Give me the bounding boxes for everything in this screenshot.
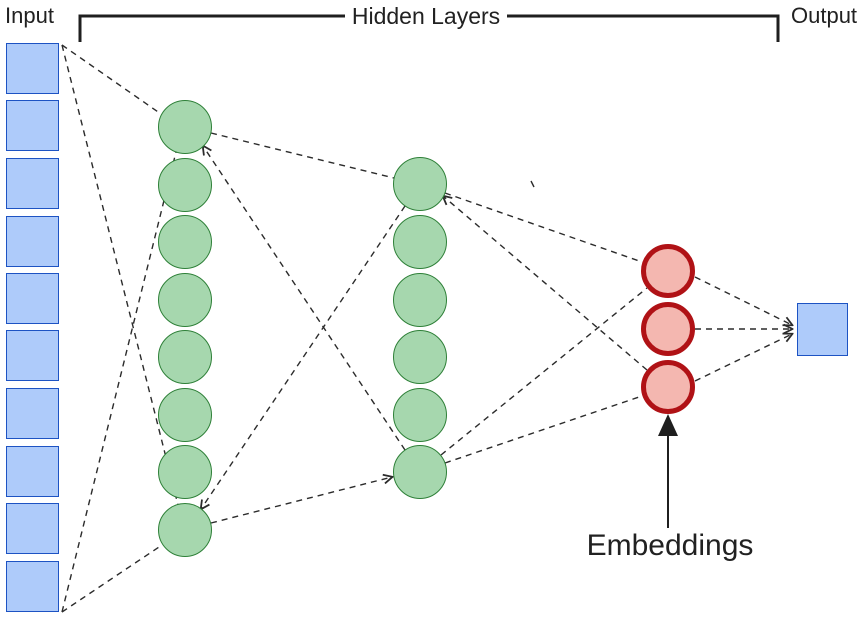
embedding-node bbox=[641, 244, 695, 298]
hidden1-node bbox=[158, 445, 212, 499]
hidden-layers-bracket bbox=[78, 14, 780, 42]
hidden2-node bbox=[393, 445, 447, 499]
connection-line bbox=[61, 151, 177, 613]
hidden1-node bbox=[158, 273, 212, 327]
connection-line bbox=[443, 196, 648, 371]
hidden2-node bbox=[393, 215, 447, 269]
hidden2-node bbox=[393, 273, 447, 327]
connection-line bbox=[694, 276, 792, 325]
connection-line bbox=[694, 334, 792, 382]
embeddings-label: Embeddings bbox=[586, 529, 754, 562]
input-node bbox=[6, 43, 59, 94]
input-node bbox=[6, 446, 59, 497]
hidden1-node bbox=[158, 330, 212, 384]
input-node bbox=[6, 561, 59, 612]
hidden1-node bbox=[158, 100, 212, 154]
connection-line bbox=[444, 192, 643, 263]
hidden2-node bbox=[393, 157, 447, 211]
connection-line bbox=[61, 44, 179, 506]
hidden1-node bbox=[158, 503, 212, 557]
connection-line bbox=[440, 287, 648, 456]
dashed-connections bbox=[61, 44, 792, 613]
bracket-right bbox=[507, 14, 780, 42]
output-label: Output bbox=[791, 3, 858, 28]
hidden2-node bbox=[393, 388, 447, 442]
hidden1-node bbox=[158, 388, 212, 442]
hidden1-node bbox=[158, 215, 212, 269]
stray-dot bbox=[530, 180, 535, 188]
connection-line bbox=[210, 477, 392, 524]
stray-mark bbox=[530, 180, 535, 188]
hidden-layers-label: Hidden Layers bbox=[351, 3, 501, 29]
bracket-left bbox=[78, 14, 345, 42]
output-node bbox=[797, 303, 848, 356]
connection-line bbox=[444, 395, 643, 464]
input-node bbox=[6, 158, 59, 209]
connection-line bbox=[61, 44, 162, 115]
connection-line bbox=[203, 146, 406, 451]
connection-line bbox=[61, 544, 163, 613]
embedding-node bbox=[641, 302, 695, 356]
embeddings-arrow bbox=[658, 414, 678, 528]
input-node bbox=[6, 330, 59, 381]
hidden1-node bbox=[158, 158, 212, 212]
input-label: Input bbox=[5, 3, 54, 28]
connection-line bbox=[210, 132, 395, 179]
input-node bbox=[6, 100, 59, 151]
embeddings-arrowhead-icon bbox=[658, 414, 678, 436]
input-node bbox=[6, 273, 59, 324]
input-node bbox=[6, 388, 59, 439]
hidden2-node bbox=[393, 330, 447, 384]
embedding-node bbox=[641, 360, 695, 414]
connection-line bbox=[201, 205, 406, 509]
input-node bbox=[6, 216, 59, 267]
input-node bbox=[6, 503, 59, 554]
